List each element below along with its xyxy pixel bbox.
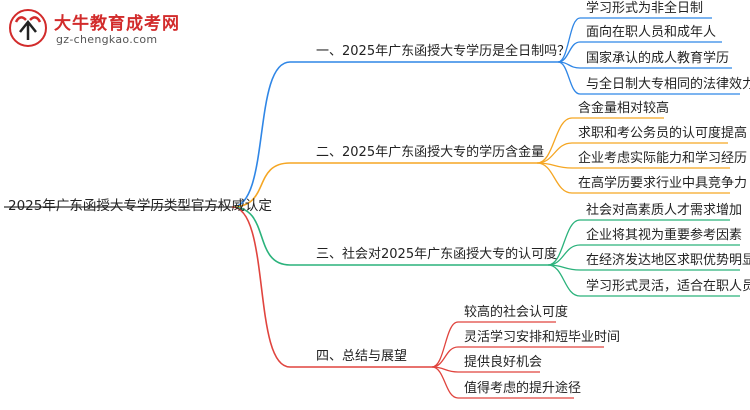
branch-3-child-4: 学习形式灵活，适合在职人员	[586, 279, 750, 294]
branch-4-child-3: 提供良好机会	[464, 355, 543, 370]
branch-3-child-2-connector	[547, 244, 581, 266]
branch-4-child-4-connector	[431, 366, 459, 399]
branch-1-child-1-connector	[557, 17, 581, 63]
branch-1-child-2-connector	[557, 41, 581, 63]
branch-3-connector	[231, 206, 310, 266]
branch-4-child-2: 灵活学习安排和短毕业时间	[464, 330, 621, 345]
branch-3-child-2: 企业将其视为重要参考因素	[586, 228, 743, 243]
branch-2-child-1-connector	[536, 117, 573, 164]
branch-2-child-2: 求职和考公务员的认可度提高	[578, 126, 748, 141]
branch-2-connector	[231, 162, 310, 208]
root-topic: 2025年广东函授大专学历类型官方权威认定	[8, 198, 272, 214]
branch-3-child-1-connector	[547, 219, 581, 266]
branch-4-label: 四、总结与展望	[316, 349, 408, 364]
brand-name: 大牛教育成考网	[54, 14, 180, 34]
branch-2-child-3: 企业考虑实际能力和学习经历	[578, 151, 748, 166]
branch-1-child-3: 国家承认的成人教育学历	[586, 51, 730, 66]
branch-4-child-1-connector	[431, 321, 459, 368]
ox-logo-icon	[9, 9, 47, 47]
branch-3-child-3: 在经济发达地区求职优势明显	[586, 253, 750, 268]
branch-1-child-2: 面向在职人员和成年人	[586, 25, 717, 40]
branch-2-child-2-connector	[536, 142, 573, 164]
branch-3-child-4-connector	[547, 264, 581, 297]
branch-4-child-4: 值得考虑的提升途径	[464, 381, 582, 396]
branch-1-connector	[231, 61, 310, 208]
branch-2-label: 二、2025年广东函授大专的学历含金量	[316, 145, 545, 160]
branch-2-child-4-connector	[536, 162, 573, 194]
branch-4-child-2-connector	[431, 346, 459, 368]
branch-2-child-1: 含金量相对较高	[578, 101, 670, 116]
branch-3-child-1: 社会对高素质人才需求增加	[586, 203, 743, 218]
branch-4-connector	[231, 206, 310, 368]
branch-4-child-1: 较高的社会认可度	[464, 305, 569, 320]
brand-url: gz-chengkao.com	[56, 33, 158, 46]
branch-1-child-4: 与全日制大专相同的法律效力	[586, 77, 750, 92]
site-logo[interactable]: 大牛教育成考网 gz-chengkao.com	[4, 6, 179, 52]
branch-1-child-1: 学习形式为非全日制	[586, 1, 704, 16]
branch-1-label: 一、2025年广东函授大专学历是全日制吗？	[316, 44, 571, 59]
branch-3-label: 三、社会对2025年广东函授大专的认可度	[316, 247, 558, 262]
branch-1-child-4-connector	[557, 61, 581, 95]
branch-2-child-4: 在高学历要求行业中具竞争力	[578, 176, 748, 191]
